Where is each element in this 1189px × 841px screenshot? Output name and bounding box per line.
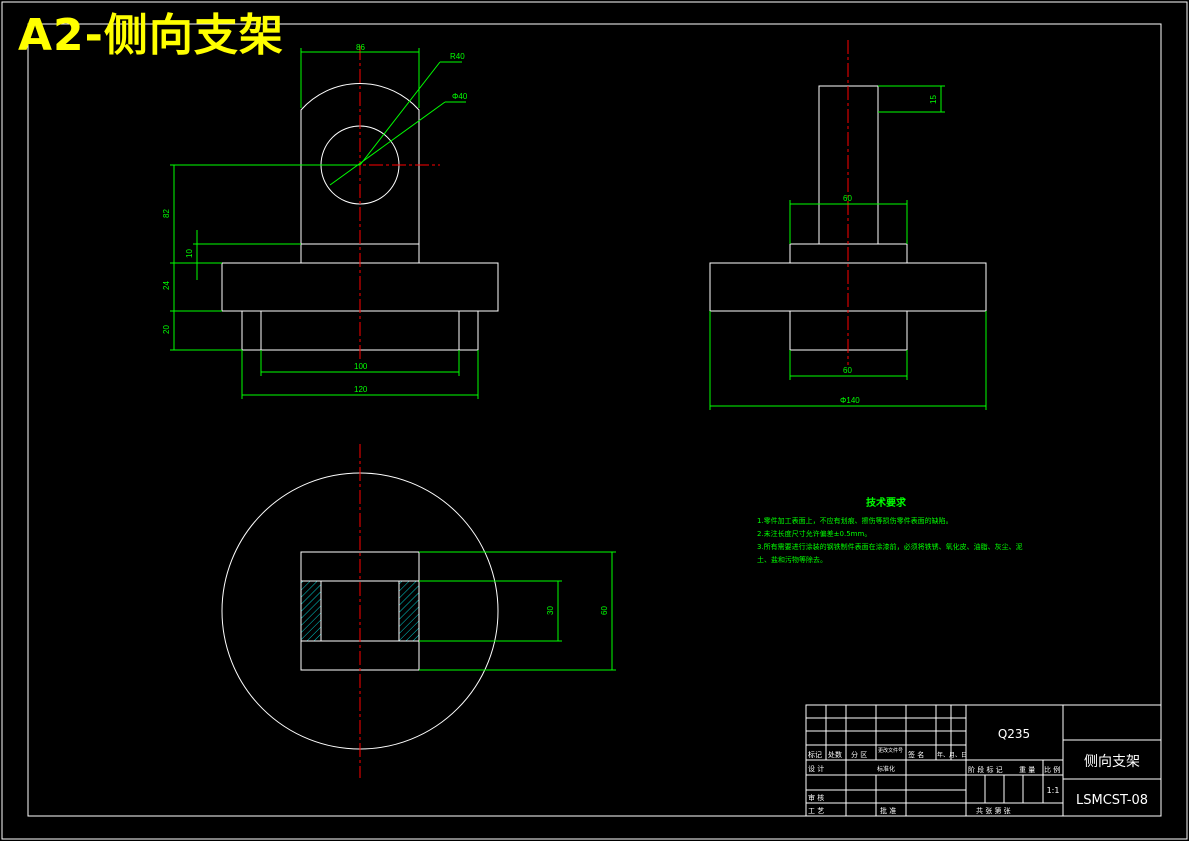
note-line-2: 2.未注长度尺寸允许偏差±0.5mm。 bbox=[757, 529, 871, 538]
dim-slot-width: 30 bbox=[546, 606, 555, 615]
label-standardize: 标准化 bbox=[877, 765, 895, 773]
dim-base-diameter: Φ140 bbox=[840, 396, 860, 405]
dim-overall-width: 120 bbox=[354, 385, 368, 394]
note-line-3: 3.所有需要进行涂装的钢铁制件表面在涂漆前，必须将铁锈、氧化皮、油脂、灰尘、泥 bbox=[757, 542, 1023, 551]
inner-border bbox=[27, 23, 1162, 817]
dim-top-height: 15 bbox=[929, 95, 938, 104]
label-review: 审 核 bbox=[808, 793, 824, 802]
plan-dim-text: 30 60 bbox=[546, 606, 609, 615]
note-line-4: 土、盐和污物等除去。 bbox=[757, 555, 827, 564]
side-dim-text: 15 60 60 Φ140 bbox=[840, 95, 938, 405]
label-mark: 标记 bbox=[808, 750, 822, 759]
label-ratio: 比 例 bbox=[1044, 765, 1060, 774]
hatch-right bbox=[398, 580, 420, 642]
dim-top-width: 86 bbox=[356, 43, 365, 52]
label-zone: 分 区 bbox=[851, 750, 867, 759]
label-weight: 重 量 bbox=[1019, 766, 1035, 774]
dim-radius: R40 bbox=[450, 52, 465, 61]
plan-dimensions bbox=[419, 551, 616, 671]
hatch-left bbox=[300, 580, 322, 642]
scale-text: 1:1 bbox=[1047, 786, 1060, 795]
label-change-doc: 更改文件号 bbox=[878, 747, 903, 754]
note-line-1: 1.零件加工表面上，不应有划痕、擦伤等损伤零件表面的缺陷。 bbox=[757, 516, 953, 525]
side-dimensions bbox=[709, 85, 987, 410]
upright-outline bbox=[300, 83, 420, 244]
label-design: 设 计 bbox=[808, 764, 824, 773]
label-approve: 批 准 bbox=[880, 806, 896, 815]
front-dimensions bbox=[170, 48, 479, 399]
technical-notes: 技术要求 1.零件加工表面上，不应有划痕、擦伤等损伤零件表面的缺陷。 2.未注长… bbox=[757, 496, 1023, 564]
title-block-text: Q235 侧向支架 LSMCST-08 1:1 标记 处数 分 区 更改文件号 … bbox=[808, 727, 1148, 815]
dim-inner-width: 100 bbox=[354, 362, 368, 371]
dim-height-total: 82 bbox=[162, 209, 171, 218]
dim-height-small: 10 bbox=[185, 249, 194, 258]
notes-title: 技术要求 bbox=[866, 496, 907, 509]
dim-lower-width: 60 bbox=[843, 366, 852, 375]
label-date: 年、月、日 bbox=[937, 751, 967, 759]
title-block bbox=[805, 704, 1162, 817]
part-name-text: 侧向支架 bbox=[1084, 754, 1140, 770]
front-dim-text: 86 R40 Φ40 82 10 24 20 100 120 bbox=[162, 43, 468, 394]
dim-upper-width: 60 bbox=[843, 194, 852, 203]
label-stage-mark: 阶 段 标 记 bbox=[968, 765, 1003, 774]
drawing-number-text: LSMCST-08 bbox=[1076, 793, 1148, 808]
dim-hole: Φ40 bbox=[452, 92, 468, 101]
label-process: 工 艺 bbox=[808, 807, 824, 815]
drawing-title: A2-侧向支架 bbox=[18, 10, 284, 61]
dim-base-thick: 24 bbox=[162, 281, 171, 290]
label-total-sheets: 共 张 第 张 bbox=[976, 806, 1011, 815]
material-text: Q235 bbox=[998, 727, 1030, 741]
dim-block-width: 60 bbox=[600, 606, 609, 615]
dim-foot-height: 20 bbox=[162, 325, 171, 334]
label-signature: 签 名 bbox=[908, 750, 924, 759]
label-count: 处数 bbox=[828, 750, 842, 759]
